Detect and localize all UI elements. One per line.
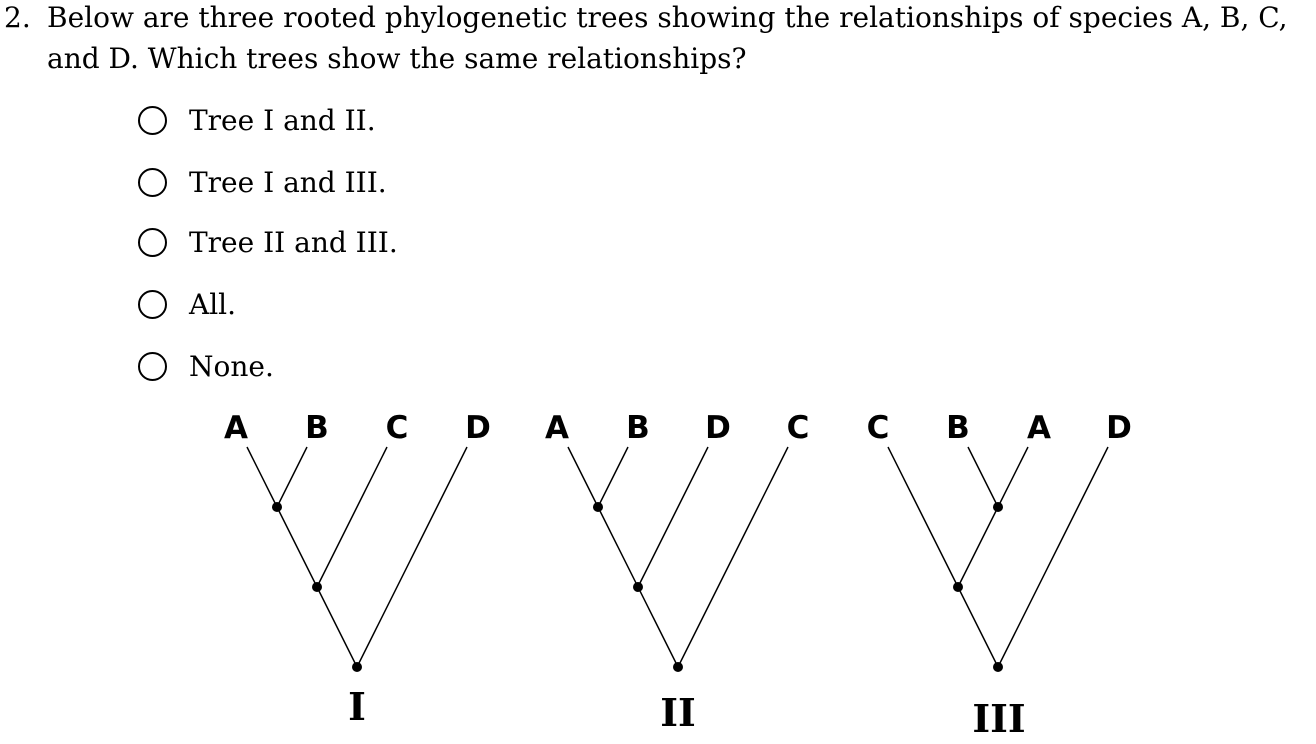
question-text-line-1: Below are three rooted phylogenetic tree…: [47, 1, 1288, 34]
node-dot: [593, 502, 603, 512]
branch: [957, 446, 1029, 588]
tree-i: [246, 446, 468, 668]
question-number: 2.: [4, 1, 31, 34]
radio-button[interactable]: [138, 289, 167, 319]
tree-iii-nodes: [953, 502, 1003, 672]
option-label: None.: [189, 349, 274, 383]
branch: [677, 446, 789, 668]
root-dot: [993, 662, 1003, 672]
leaf-label: D: [1106, 410, 1132, 446]
option-tree-ii-and-iii[interactable]: Tree II and III.: [138, 222, 398, 262]
branch: [637, 446, 709, 588]
node-dot: [633, 582, 643, 592]
tree-label: II: [660, 690, 696, 735]
option-none[interactable]: None.: [138, 346, 274, 386]
option-tree-i-and-ii[interactable]: Tree I and II.: [138, 100, 376, 140]
tree-label: I: [348, 684, 366, 729]
option-label: Tree I and II.: [189, 103, 376, 137]
leaf-label: C: [386, 410, 409, 446]
radio-button[interactable]: [138, 227, 167, 257]
branch: [597, 446, 629, 508]
leaf-label: A: [545, 410, 569, 446]
branch: [356, 446, 468, 668]
leaf-label: D: [465, 410, 491, 446]
leaf-label: A: [224, 410, 248, 446]
radio-button[interactable]: [138, 351, 167, 381]
root-dot: [352, 662, 362, 672]
leaf-label: B: [946, 410, 970, 446]
tree-ii: [567, 446, 789, 668]
branch: [567, 446, 679, 668]
node-dot: [272, 502, 282, 512]
tree-iii: [887, 446, 1109, 668]
branch: [887, 446, 999, 668]
node-dot: [993, 502, 1003, 512]
leaf-label: A: [1027, 410, 1051, 446]
question-text-line-2: and D. Which trees show the same relatio…: [47, 42, 747, 75]
root-dot: [673, 662, 683, 672]
radio-button[interactable]: [138, 167, 167, 197]
tree-ii-nodes: [593, 502, 683, 672]
node-dot: [953, 582, 963, 592]
option-label: Tree I and III.: [189, 165, 387, 199]
option-all[interactable]: All.: [138, 284, 236, 324]
branch: [316, 446, 388, 588]
tree-label: III: [972, 696, 1025, 741]
leaf-label: B: [626, 410, 650, 446]
option-label: Tree II and III.: [189, 225, 398, 259]
branch: [997, 446, 1109, 668]
branch: [276, 446, 308, 508]
branch: [967, 446, 999, 508]
radio-button[interactable]: [138, 105, 167, 135]
node-dot: [312, 582, 322, 592]
leaf-label: C: [787, 410, 810, 446]
leaf-label: D: [705, 410, 731, 446]
tree-i-nodes: [272, 502, 362, 672]
branch: [246, 446, 358, 668]
option-tree-i-and-iii[interactable]: Tree I and III.: [138, 162, 387, 202]
leaf-label: B: [305, 410, 329, 446]
option-label: All.: [189, 287, 237, 321]
leaf-label: C: [867, 410, 890, 446]
